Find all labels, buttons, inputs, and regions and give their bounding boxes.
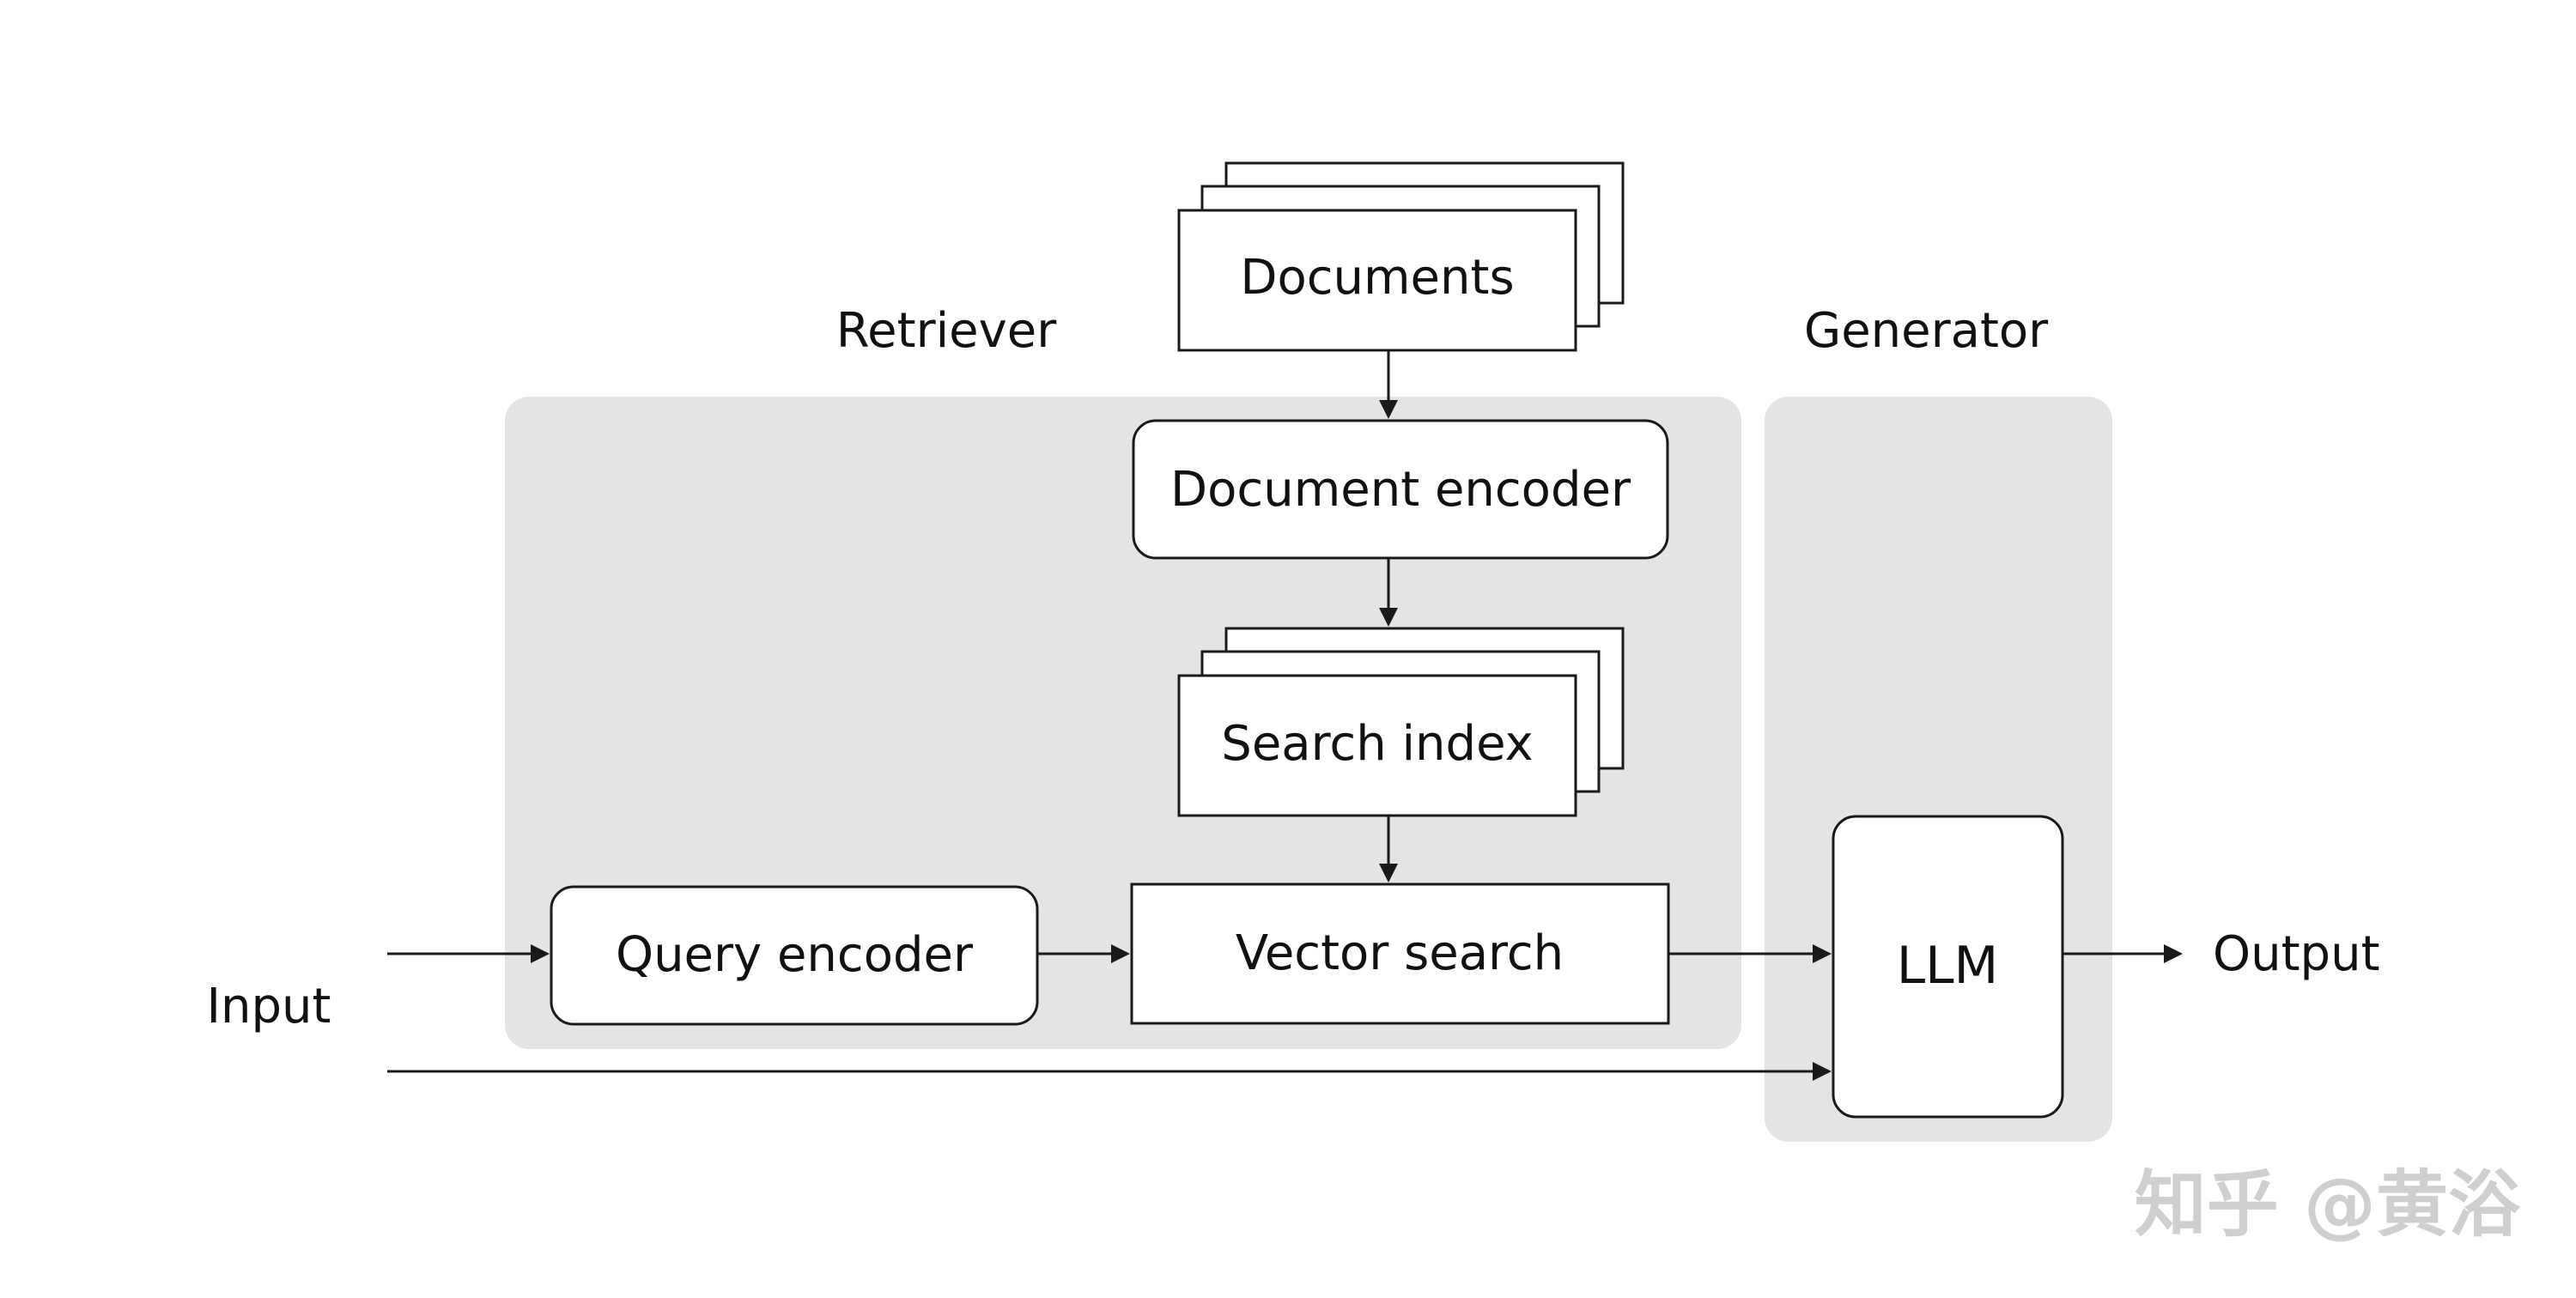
document-encoder-box [1132, 419, 1669, 560]
retriever-title: Retriever [836, 303, 1057, 359]
watermark-text: 知乎 @黄浴 [2135, 1162, 2521, 1246]
query-encoder-block: Query encoder [550, 885, 1039, 1026]
connectors [387, 350, 2183, 1081]
vector-search-label: Vector search [1236, 925, 1564, 981]
vector-search-block: Vector search [1130, 883, 1670, 1025]
documents-stack: Documents [1177, 161, 1625, 352]
search-index-label: Search index [1221, 716, 1533, 772]
llm-box [1832, 815, 2064, 1119]
arrowhead-llm-to-output [2164, 944, 2183, 963]
arrowhead-documents-to-encoder [1379, 400, 1398, 419]
output-label: Output [2213, 926, 2380, 982]
llm-block: LLM [1832, 815, 2064, 1119]
document-encoder-block: Document encoder [1132, 419, 1669, 560]
query-encoder-label: Query encoder [616, 927, 974, 983]
documents-label: Documents [1240, 250, 1514, 306]
generator-title: Generator [1804, 303, 2049, 359]
document-encoder-label: Document encoder [1170, 462, 1631, 518]
query-encoder-box [550, 885, 1039, 1026]
arrowhead-vector-search-to-llm [1813, 944, 1832, 963]
documents-box [1177, 209, 1577, 352]
search-index-box [1177, 674, 1577, 817]
input-label: Input [206, 979, 331, 1034]
search-index-stack: Search index [1177, 627, 1625, 817]
llm-label: LLM [1897, 936, 1999, 996]
arrowhead-encoder-to-index [1379, 608, 1398, 627]
arrowhead-index-to-vector-search [1379, 864, 1398, 883]
arrowhead-query-encoder-to-vector-search [1111, 944, 1130, 963]
arrowhead-input-to-llm [1813, 1062, 1832, 1081]
arrowhead-input-to-query-encoder [531, 944, 550, 963]
